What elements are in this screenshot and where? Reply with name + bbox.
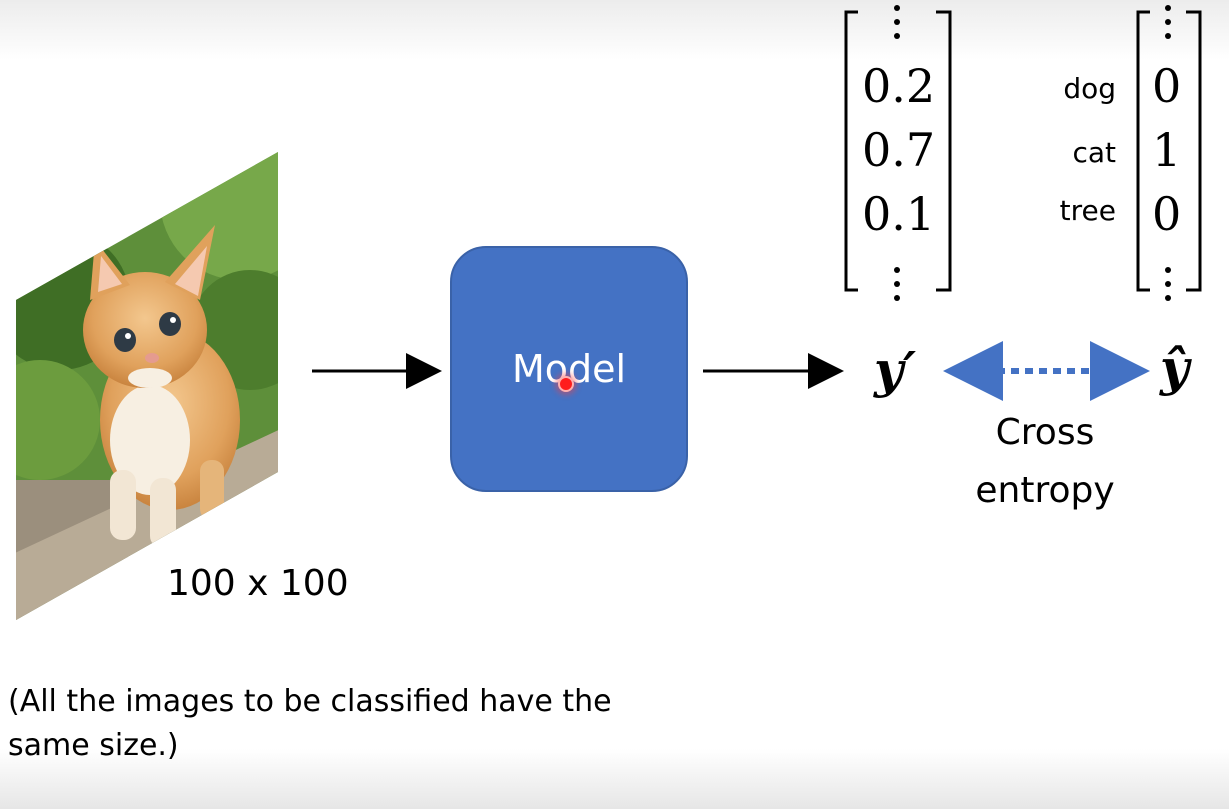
kitten-image bbox=[16, 152, 278, 620]
y-hat-left-bracket bbox=[1136, 10, 1150, 292]
y-prime-value: 0.1 bbox=[862, 187, 936, 241]
y-hat-value: 0 bbox=[1152, 187, 1182, 241]
y-hat-top-dots-icon bbox=[1165, 5, 1171, 39]
model-box: Model bbox=[450, 246, 688, 492]
y-prime-top-dots-icon bbox=[894, 5, 900, 39]
cross-entropy-line2: entropy bbox=[975, 470, 1115, 511]
y-prime-symbol: y′ bbox=[874, 340, 917, 399]
y-hat-symbol: ŷ bbox=[1160, 338, 1190, 397]
pointer-cursor-icon bbox=[558, 376, 574, 392]
same-size-note: (All the images to be classified have th… bbox=[8, 684, 612, 763]
bottom-shade bbox=[0, 749, 1229, 809]
y-prime-value: 0.2 bbox=[862, 59, 936, 113]
y-prime-left-bracket bbox=[844, 10, 858, 292]
class-label-dog: dog bbox=[1063, 72, 1116, 105]
top-shade bbox=[0, 0, 1229, 60]
y-hat-value: 0 bbox=[1152, 59, 1182, 113]
cross-entropy-label: Cross entropy bbox=[940, 404, 1150, 520]
y-prime-right-bracket bbox=[936, 10, 952, 292]
y-hat-value: 1 bbox=[1152, 123, 1182, 177]
class-label-cat: cat bbox=[1072, 136, 1116, 169]
y-hat-right-bracket bbox=[1186, 10, 1202, 292]
input-size-label: 100 x 100 bbox=[167, 563, 349, 604]
y-hat-bottom-dots-icon bbox=[1165, 267, 1171, 301]
y-prime-bottom-dots-icon bbox=[894, 267, 900, 301]
y-prime-value: 0.7 bbox=[862, 123, 936, 177]
class-label-tree: tree bbox=[1059, 194, 1116, 227]
cross-entropy-line1: Cross bbox=[995, 412, 1095, 453]
